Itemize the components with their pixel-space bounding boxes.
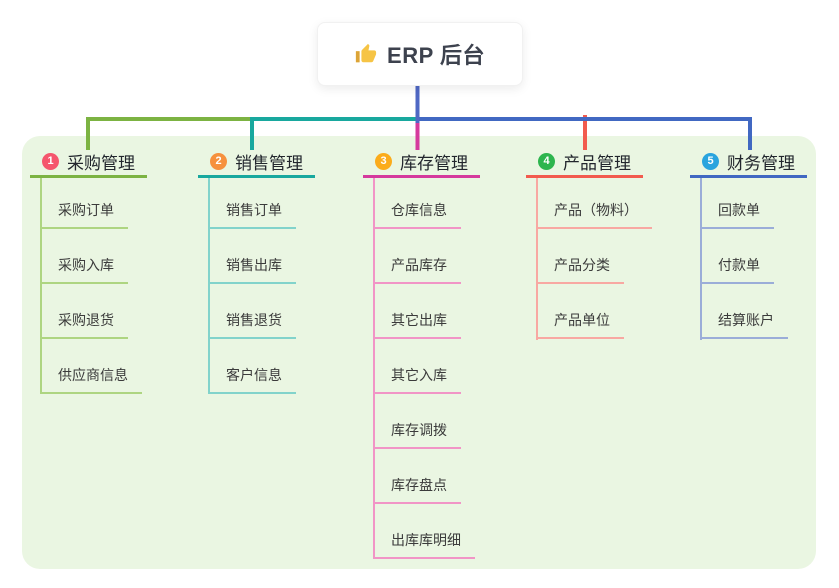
child-node[interactable]: 库存盘点 — [373, 474, 461, 504]
branch-label: 库存管理 — [400, 153, 468, 173]
branch-purchase: 1 采购管理 采购订单 采购入库 采购退货 供应商信息 — [30, 147, 147, 394]
child-node[interactable]: 产品（物料） — [536, 199, 652, 229]
branch-node[interactable]: 3 库存管理 — [363, 147, 480, 178]
child-node[interactable]: 产品单位 — [536, 309, 624, 339]
child-connector-line — [536, 178, 538, 340]
child-node[interactable]: 销售出库 — [208, 254, 296, 284]
child-node[interactable]: 供应商信息 — [40, 364, 142, 394]
child-node[interactable]: 采购订单 — [40, 199, 128, 229]
child-node[interactable]: 采购退货 — [40, 309, 128, 339]
branch-label: 销售管理 — [235, 153, 303, 173]
child-node[interactable]: 仓库信息 — [373, 199, 461, 229]
child-node[interactable]: 结算账户 — [700, 309, 788, 339]
child-connector-line — [208, 178, 210, 394]
child-node[interactable]: 其它入库 — [373, 364, 461, 394]
child-node[interactable]: 销售订单 — [208, 199, 296, 229]
child-node[interactable]: 付款单 — [700, 254, 774, 284]
child-node[interactable]: 产品库存 — [373, 254, 461, 284]
root-node[interactable]: ERP 后台 — [317, 22, 523, 86]
branch-number-badge: 5 — [702, 152, 719, 170]
child-connector-line — [700, 178, 702, 340]
root-node-label: ERP 后台 — [387, 43, 485, 68]
branch-node[interactable]: 4 产品管理 — [526, 147, 643, 178]
child-node[interactable]: 出库库明细 — [373, 529, 475, 559]
child-node[interactable]: 销售退货 — [208, 309, 296, 339]
child-node[interactable]: 客户信息 — [208, 364, 296, 394]
branch-node[interactable]: 5 财务管理 — [690, 147, 807, 178]
branch-product: 4 产品管理 产品（物料） 产品分类 产品单位 — [526, 147, 652, 340]
child-connector-line — [40, 178, 42, 394]
branch-label: 财务管理 — [727, 153, 795, 173]
branch-inventory: 3 库存管理 仓库信息 产品库存 其它出库 其它入库 库存调拨 库存盘点 出库库… — [363, 147, 480, 559]
branch-sales: 2 销售管理 销售订单 销售出库 销售退货 客户信息 — [198, 147, 315, 394]
branch-label: 产品管理 — [563, 153, 631, 173]
child-node[interactable]: 其它出库 — [373, 309, 461, 339]
branch-number-badge: 1 — [42, 152, 59, 170]
thumbs-up-icon — [355, 43, 377, 65]
branch-number-badge: 2 — [210, 152, 227, 170]
branch-number-badge: 4 — [538, 152, 555, 170]
child-node[interactable]: 回款单 — [700, 199, 774, 229]
branch-number-badge: 3 — [375, 152, 392, 170]
child-node[interactable]: 产品分类 — [536, 254, 624, 284]
branch-label: 采购管理 — [67, 153, 135, 173]
child-connector-line — [373, 178, 375, 559]
child-node[interactable]: 采购入库 — [40, 254, 128, 284]
branch-node[interactable]: 2 销售管理 — [198, 147, 315, 178]
child-node[interactable]: 库存调拨 — [373, 419, 461, 449]
branches-panel — [22, 136, 816, 569]
branch-node[interactable]: 1 采购管理 — [30, 147, 147, 178]
branch-finance: 5 财务管理 回款单 付款单 结算账户 — [690, 147, 807, 340]
